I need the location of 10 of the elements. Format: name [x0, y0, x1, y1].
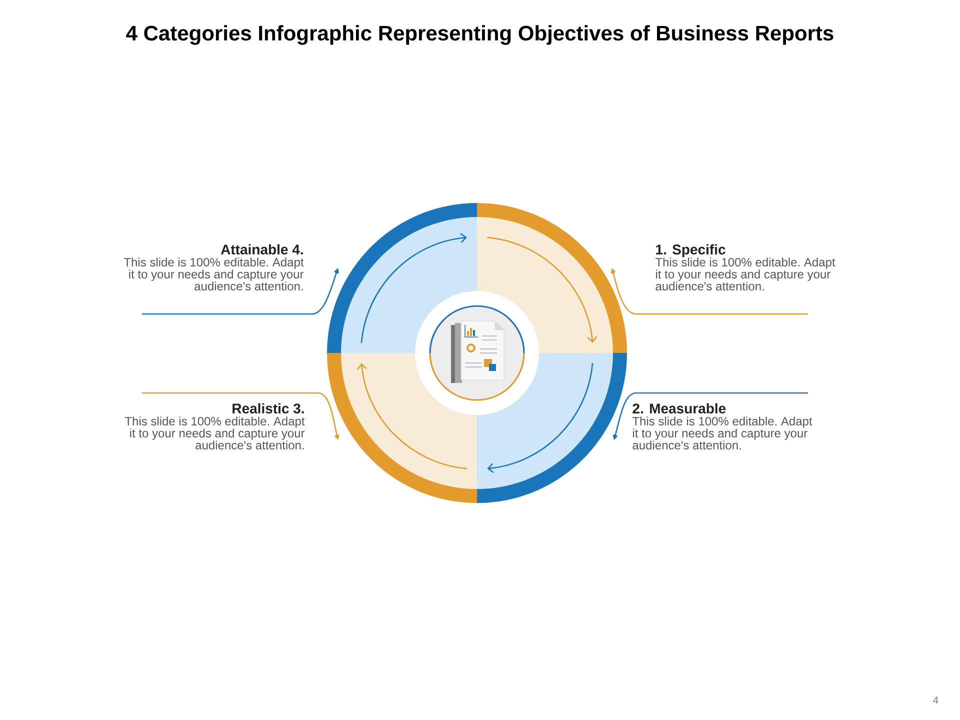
heading: 2. Measurable [632, 403, 726, 414]
title: 4 Categories Infographic Representing Objectives of Business Reports [126, 25, 834, 45]
page-number: 4 [933, 696, 938, 704]
description: This slide is 100% editable. Adapt it to your needs and capture your audience's attention. [124, 258, 304, 290]
heading: 1. Specific [656, 244, 726, 258]
description: This slide is 100% editable. Adapt it to your needs and capture your audience's attention. [655, 258, 836, 290]
description: This slide is 100% editable. Adapt it to your needs and capture your audience's attention. [124, 416, 305, 450]
heading: Realistic 3. [232, 403, 304, 414]
heading: Attainable 4. [220, 244, 303, 254]
description: This slide is 100% editable. Adapt it to your needs and capture your audience's attention. [632, 416, 812, 450]
